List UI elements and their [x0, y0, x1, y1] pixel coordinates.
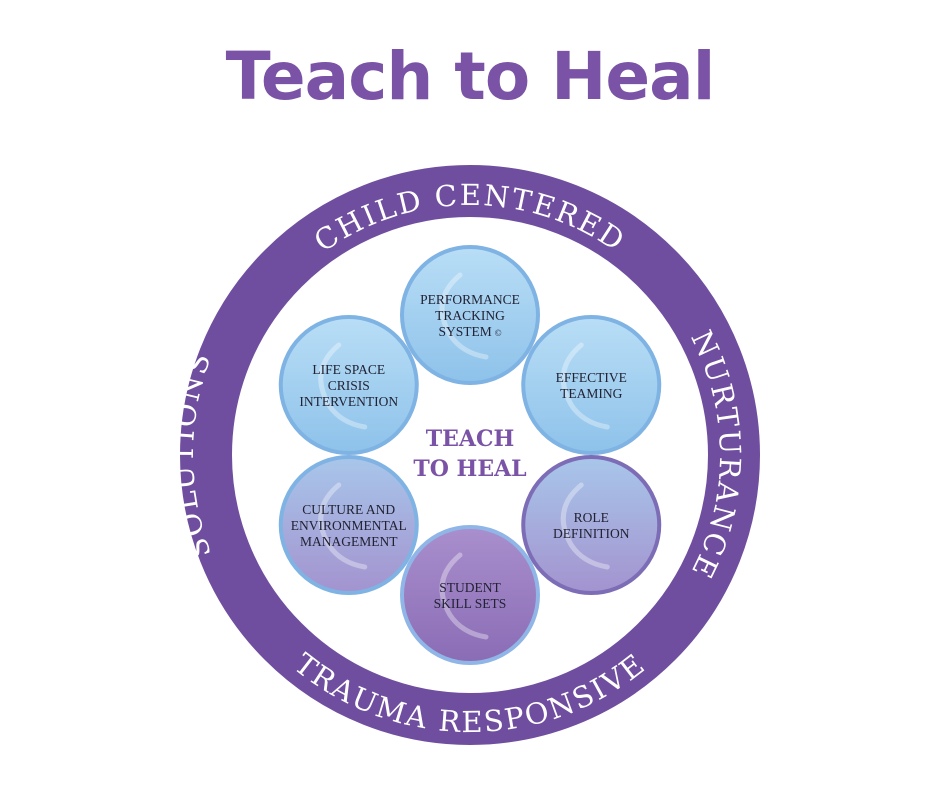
component-performance-tracking-system-label-line-3: SYSTEM©: [438, 324, 501, 339]
page-title: Teach to Heal: [225, 38, 716, 115]
component-culture-and-environmental-management-label-line-3: MANAGEMENT: [300, 534, 398, 549]
component-effective-teaming-label-line-2: TEAMING: [560, 386, 622, 401]
outer-ring: [180, 165, 760, 745]
swirl-logo-icon: [318, 482, 368, 570]
component-circles: PERFORMANCETRACKINGSYSTEM©EFFECTIVETEAMI…: [278, 245, 662, 665]
component-role-definition-label-line-2: DEFINITION: [553, 526, 630, 541]
component-role-definition-circle: [521, 455, 662, 595]
component-role-definition-label-line-1: ROLE: [574, 510, 609, 525]
component-student-skill-sets-label-line-1: STUDENT: [439, 580, 501, 595]
component-culture-and-environmental-management-circle: [278, 455, 419, 595]
component-effective-teaming-label-line-1: EFFECTIVE: [556, 370, 627, 385]
component-performance-tracking-system-circle: [400, 245, 540, 385]
swirl-logo-icon: [560, 342, 610, 430]
component-performance-tracking-system-label-line-1: PERFORMANCE: [420, 292, 520, 307]
component-culture-and-environmental-management-label-line-1: CULTURE AND: [302, 502, 395, 517]
component-life-space-crisis-intervention-label-line-1: LIFE SPACE: [312, 362, 385, 377]
component-performance-tracking-system-label-line-2: TRACKING: [435, 308, 505, 323]
component-effective-teaming-circle: [521, 315, 662, 455]
center-label-line1: TEACH: [426, 426, 515, 452]
component-life-space-crisis-intervention-label-line-3: INTERVENTION: [299, 394, 398, 409]
component-life-space-crisis-intervention-circle: [278, 315, 419, 455]
center-label-line2: TO HEAL: [413, 456, 526, 482]
swirl-logo-icon: [560, 482, 610, 570]
component-performance-tracking-system-copyright-mark: ©: [495, 328, 502, 338]
swirl-logo-icon: [439, 552, 489, 640]
component-student-skill-sets-circle: [400, 525, 540, 665]
swirl-logo-icon: [318, 342, 368, 430]
component-life-space-crisis-intervention-label-line-2: CRISIS: [328, 378, 370, 393]
swirl-logo-icon: [439, 272, 489, 360]
component-student-skill-sets-label-line-2: SKILL SETS: [434, 596, 507, 611]
component-culture-and-environmental-management-label-line-2: ENVIRONMENTAL: [291, 518, 407, 533]
